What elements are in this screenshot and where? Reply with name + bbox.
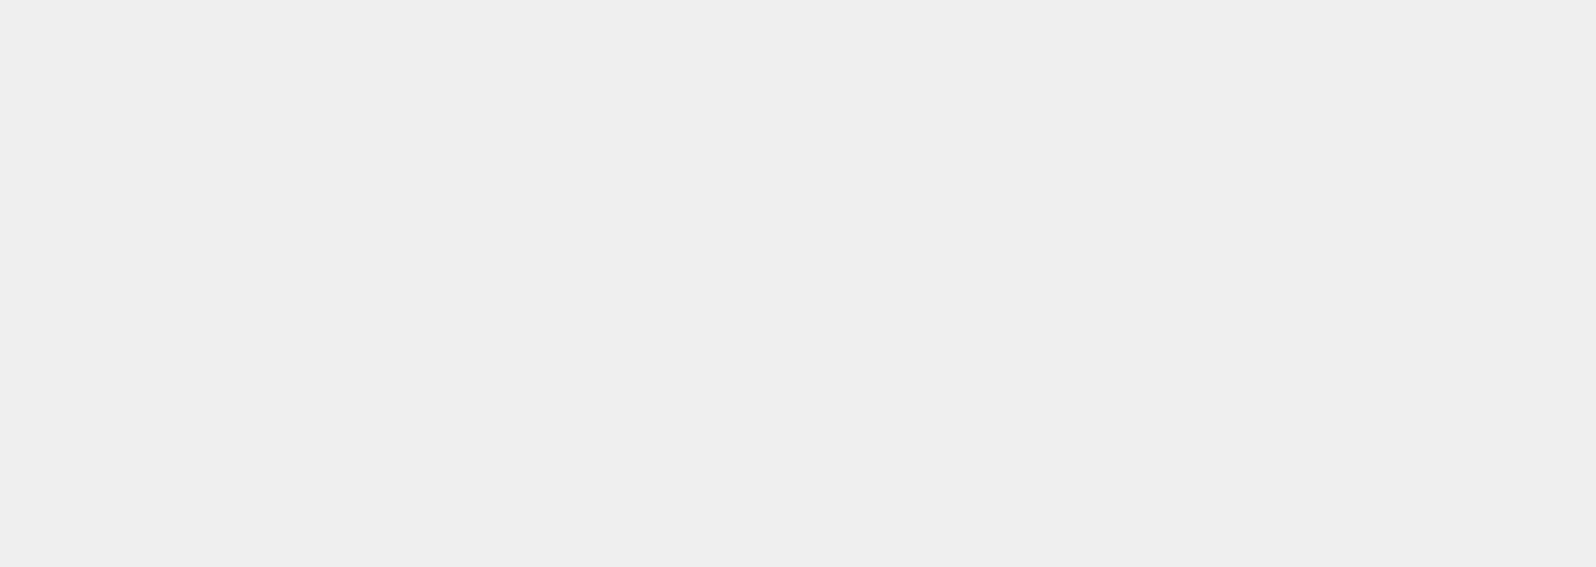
keyboard-layout-diagram [0, 0, 1596, 567]
